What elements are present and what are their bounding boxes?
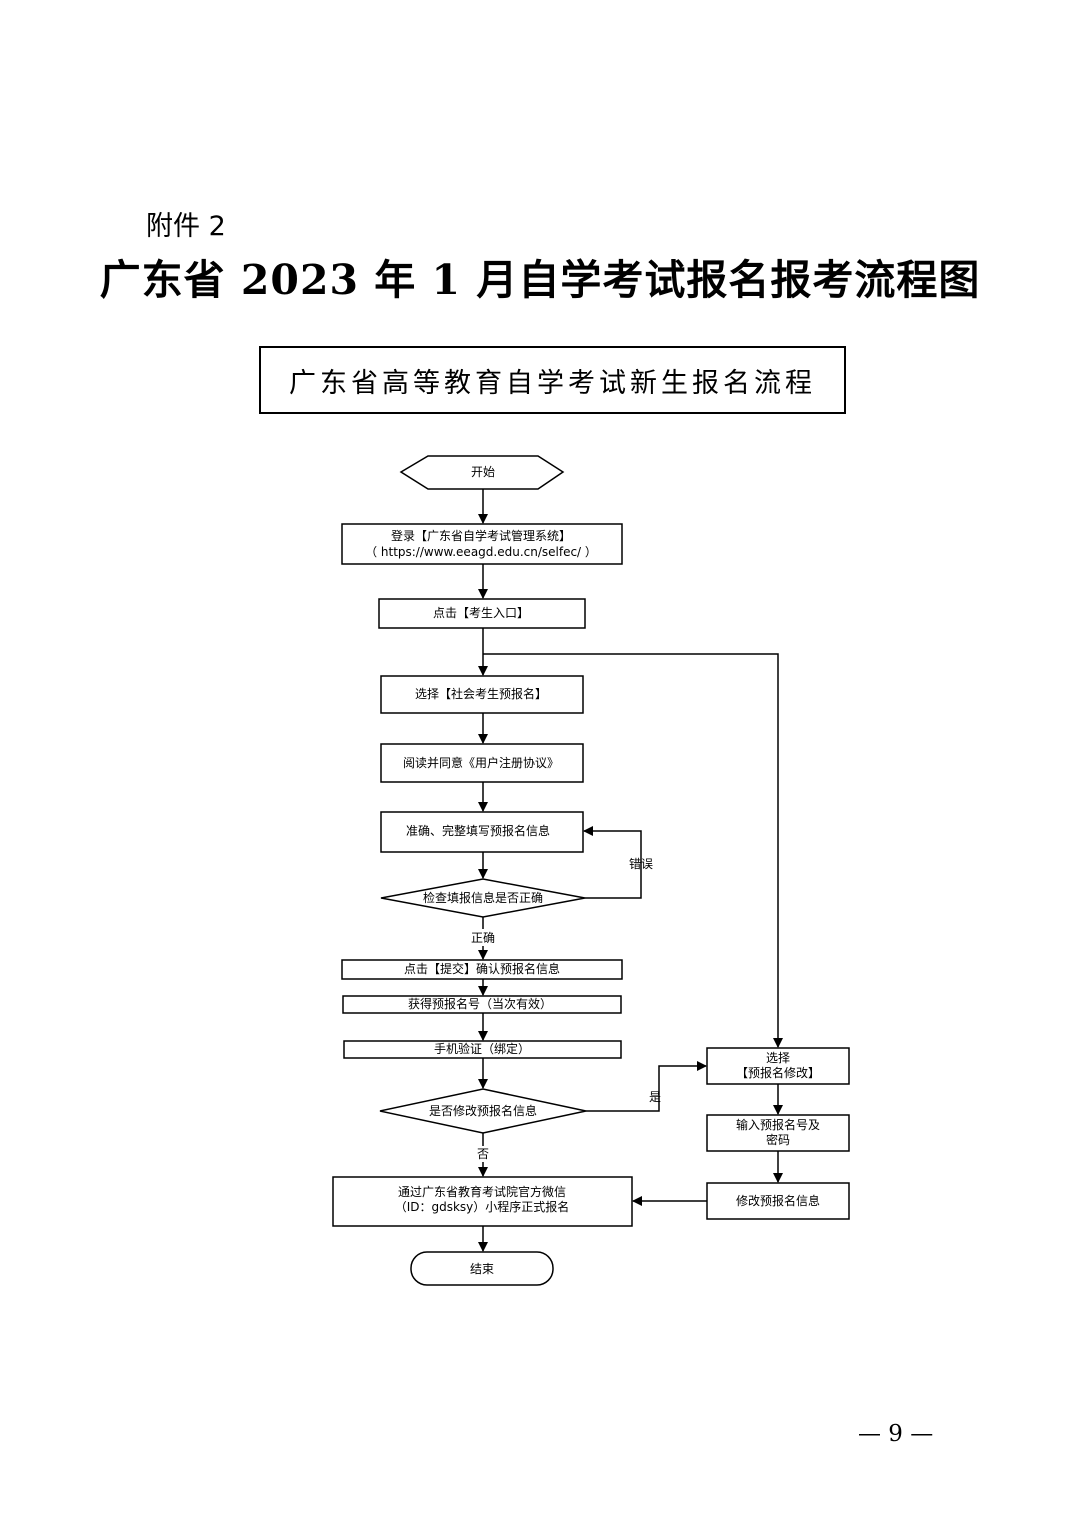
start-node [399, 455, 565, 490]
edge-label-no: 否 [477, 1147, 489, 1161]
end-node [410, 1251, 554, 1286]
submit-label: 点击【提交】确认预报名信息 [404, 961, 560, 976]
select-modify-node [706, 1047, 850, 1085]
end-label: 结束 [470, 1262, 494, 1276]
page-number: — 9 — [858, 1421, 934, 1447]
click-entry-label: 点击【考生入口】 [433, 606, 529, 620]
attachment-label: 附件 2 [146, 211, 226, 242]
login-node [341, 523, 623, 565]
select-modify-label-2: 【预报名修改】 [736, 1065, 820, 1080]
submit-node [341, 959, 623, 980]
edge-label-correct: 正确 [471, 931, 495, 945]
select-modify-label-1: 选择 [766, 1051, 790, 1065]
modify-question-label: 是否修改预报名信息 [429, 1103, 537, 1118]
check-info-label: 检查填报信息是否正确 [423, 890, 543, 905]
get-number-node [342, 995, 622, 1014]
fill-info-node [380, 811, 584, 853]
click-entry-node [378, 598, 586, 629]
select-pre-node [380, 675, 584, 714]
get-number-label: 获得预报名号（当次有效） [408, 996, 552, 1011]
input-number-label-1: 输入预报名号及 [736, 1117, 820, 1132]
select-pre-label: 选择【社会考生预报名】 [415, 686, 547, 701]
edge-check-error [583, 826, 642, 899]
read-agree-node [380, 743, 584, 783]
modify-info-label: 修改预报名信息 [736, 1193, 820, 1208]
flowchart-heading: 广东省高等教育自学考试新生报名流程 [259, 346, 846, 414]
edge-label-error: 错误 [629, 857, 653, 871]
login-label-1: 登录【广东省自学考试管理系统】 [391, 528, 571, 543]
edge-entry-modify-branch [483, 653, 783, 1048]
edge-label-yes: 是 [649, 1090, 661, 1104]
official-label-1: 通过广东省教育考试院官方微信 [398, 1184, 566, 1199]
page-title: 广东省 2023 年 1 月自学考试报名报考流程图 [99, 256, 981, 304]
official-label-2: （ID：gdsksy）小程序正式报名 [395, 1199, 570, 1214]
read-agree-label: 阅读并同意《用户注册协议》 [403, 755, 559, 770]
official-node [332, 1176, 633, 1227]
login-label-2: （ https://www.eeagd.edu.cn/selfec/ ） [365, 545, 597, 559]
edge-question-yes [586, 1061, 707, 1112]
fill-info-label: 准确、完整填写预报名信息 [406, 823, 550, 838]
start-label: 开始 [471, 465, 495, 479]
input-number-label-2: 密码 [766, 1132, 790, 1147]
phone-verify-label: 手机验证（绑定） [434, 1041, 530, 1056]
